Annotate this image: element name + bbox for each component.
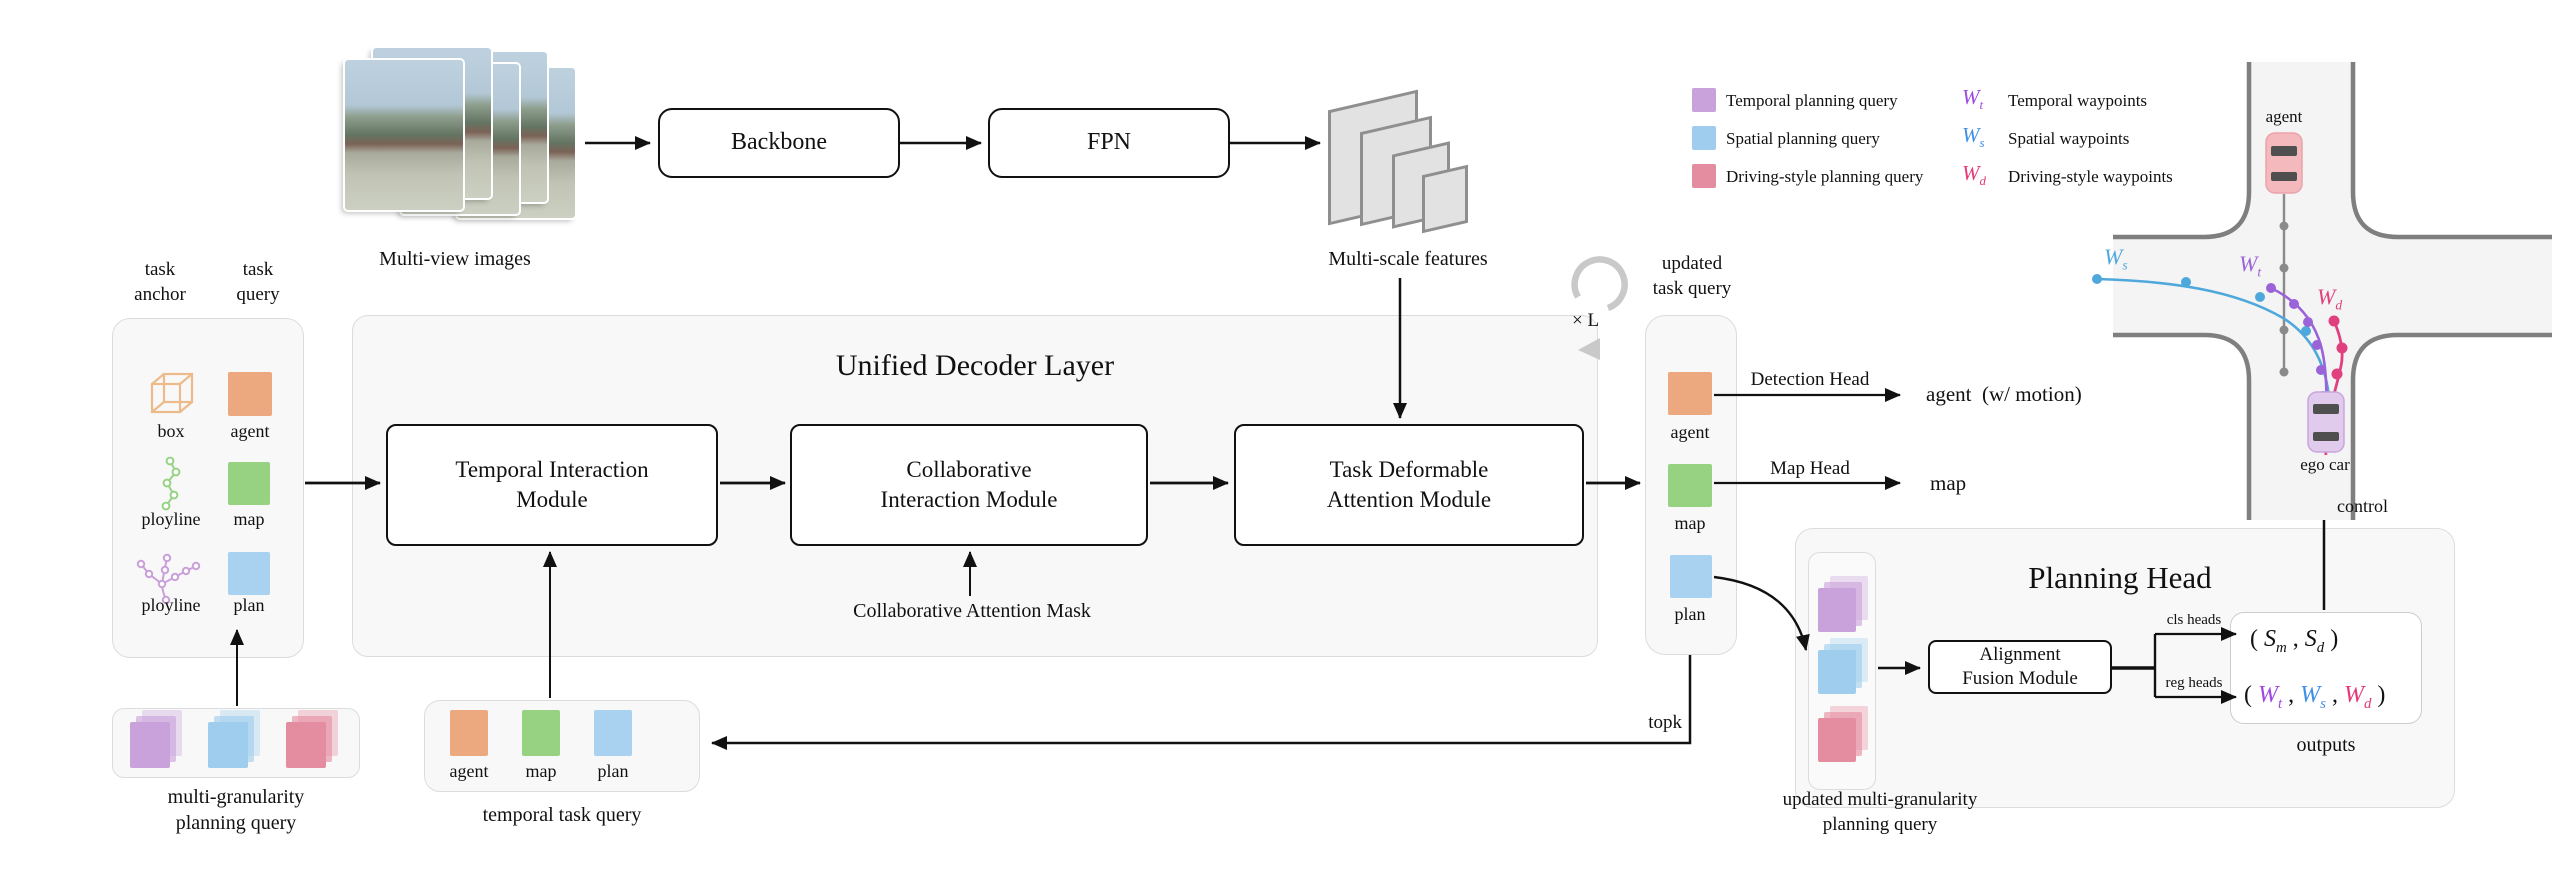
alignment-fusion-module-label: Alignment Fusion Module <box>1962 644 2078 689</box>
reg-heads-label: reg heads <box>2165 675 2223 691</box>
scene-wd-label: Wd <box>2317 284 2343 313</box>
plan-anchor-label: ployline <box>141 595 201 615</box>
updated-agent-label: agent <box>1670 422 1710 442</box>
backbone-box: Backbone <box>658 108 900 178</box>
ttq-plan-label: plan <box>597 761 629 781</box>
topk-label: topk <box>1648 712 1682 733</box>
ttq-map-square <box>522 710 560 756</box>
agent-output-label: agent (w/ motion) <box>1926 382 2082 406</box>
updated-mgq-temporal-stack <box>1818 576 1868 632</box>
task-query-header: task query <box>236 259 280 305</box>
legend-ws-symbol: Ws <box>1962 123 1985 151</box>
map-head-label: Map Head <box>1770 458 1850 479</box>
task-anchor-header: task anchor <box>134 259 186 305</box>
ego-car <box>2307 391 2345 453</box>
task-query-panel <box>112 318 304 658</box>
detection-head-label: Detection Head <box>1750 369 1870 390</box>
legend-spatial-square <box>1692 126 1716 150</box>
topk-arrow <box>711 655 1692 750</box>
feature-sheet-4 <box>1422 164 1468 234</box>
plan-query-square <box>228 552 270 595</box>
updated-mgq-caption: updated multi-granularity planning query <box>1782 789 1978 835</box>
outputs-caption: outputs <box>2296 734 2356 756</box>
updated-mgq-spatial-stack <box>1818 638 1868 694</box>
legend-wd-symbol: Wd <box>1962 161 1987 189</box>
wt-output: W <box>2258 682 2278 708</box>
agent-trajectory <box>2279 194 2289 377</box>
agent-car <box>2265 132 2303 194</box>
plan-query-label: plan <box>233 595 265 615</box>
multi-scale-features-caption: Multi-scale features <box>1328 248 1488 270</box>
updated-plan-label: plan <box>1674 604 1706 624</box>
updated-mgq-driving-stack <box>1818 706 1868 762</box>
wd-trajectory <box>2321 315 2348 456</box>
loop-count-label: × L <box>1572 310 1600 331</box>
reg-output-tuple: ( Wt , Ws , Wd ) <box>2244 682 2386 712</box>
legend-driving-square <box>1692 164 1716 188</box>
mgq-temporal-stack <box>130 710 182 768</box>
updated-task-query-header: updated task query <box>1652 253 1732 299</box>
cls-output-tuple: ( Sm , Sd ) <box>2250 626 2339 656</box>
ws-trajectory <box>2092 274 2332 451</box>
map-query-label: map <box>233 509 265 529</box>
legend-temporal-square <box>1692 88 1716 112</box>
scene-wt-label: Wt <box>2239 251 2262 280</box>
outputs-box <box>2230 612 2422 724</box>
planning-head-title: Planning Head <box>2028 560 2212 595</box>
ws-output: W <box>2300 682 2321 708</box>
map-output-label: map <box>1930 471 1967 495</box>
collaborative-attention-mask-label: Collaborative Attention Mask <box>853 600 1091 622</box>
legend-spatial-label: Spatial planning query <box>1726 129 1880 148</box>
ttq-map-label: map <box>525 761 557 781</box>
legend-ws-label: Spatial waypoints <box>2008 129 2130 148</box>
collaborative-interaction-module-label: Collaborative Interaction Module <box>880 456 1058 512</box>
task-deformable-attention-module-label: Task Deformable Attention Module <box>1326 456 1492 512</box>
mgq-driving-stack <box>286 710 338 768</box>
alignment-fusion-module-box: Alignment Fusion Module <box>1928 640 2112 694</box>
legend-wt-label: Temporal waypoints <box>2008 91 2148 110</box>
agent-query-label: agent <box>230 421 270 441</box>
legend-wd-label: Driving-style waypoints <box>2008 167 2173 186</box>
scene-ws-label: Ws <box>2104 244 2128 273</box>
updated-map-query-square <box>1668 464 1712 507</box>
ttq-agent-square <box>450 710 488 756</box>
scene-agent-label: agent <box>2265 107 2303 126</box>
agent-query-square <box>228 372 272 416</box>
ttq-plan-square <box>594 710 632 756</box>
ttq-agent-label: agent <box>449 761 489 781</box>
mgq-caption: multi-granularity planning query <box>167 786 305 834</box>
fpn-box: FPN <box>988 108 1230 178</box>
scene-control-label: control <box>2337 496 2388 516</box>
cls-heads-label: cls heads <box>2166 612 2222 628</box>
wd-output: W <box>2343 682 2364 708</box>
temporal-interaction-module-box: Temporal Interaction Module <box>386 424 718 546</box>
ttq-caption: temporal task query <box>482 804 642 826</box>
map-anchor-label: ployline <box>141 509 201 529</box>
mgq-spatial-stack <box>208 710 260 768</box>
legend-temporal-label: Temporal planning query <box>1726 91 1898 110</box>
box-anchor-label: box <box>157 421 185 441</box>
updated-plan-query-square <box>1670 555 1712 598</box>
updated-agent-query-square <box>1668 372 1712 415</box>
task-deformable-attention-module-box: Task Deformable Attention Module <box>1234 424 1584 546</box>
fpn-label: FPN <box>1086 129 1132 156</box>
multi-view-image-1 <box>343 58 465 212</box>
temporal-interaction-module-label: Temporal Interaction Module <box>455 456 649 512</box>
map-query-square <box>228 462 270 505</box>
backbone-label: Backbone <box>731 129 827 156</box>
decoder-title: Unified Decoder Layer <box>835 349 1115 382</box>
legend-driving-label: Driving-style planning query <box>1726 167 1924 186</box>
scene-ego-label: ego car <box>2300 455 2350 474</box>
multi-view-images-caption: Multi-view images <box>379 248 531 270</box>
collaborative-interaction-module-box: Collaborative Interaction Module <box>790 424 1148 546</box>
legend-wt-symbol: Wt <box>1962 85 1984 113</box>
updated-map-label: map <box>1674 513 1706 533</box>
